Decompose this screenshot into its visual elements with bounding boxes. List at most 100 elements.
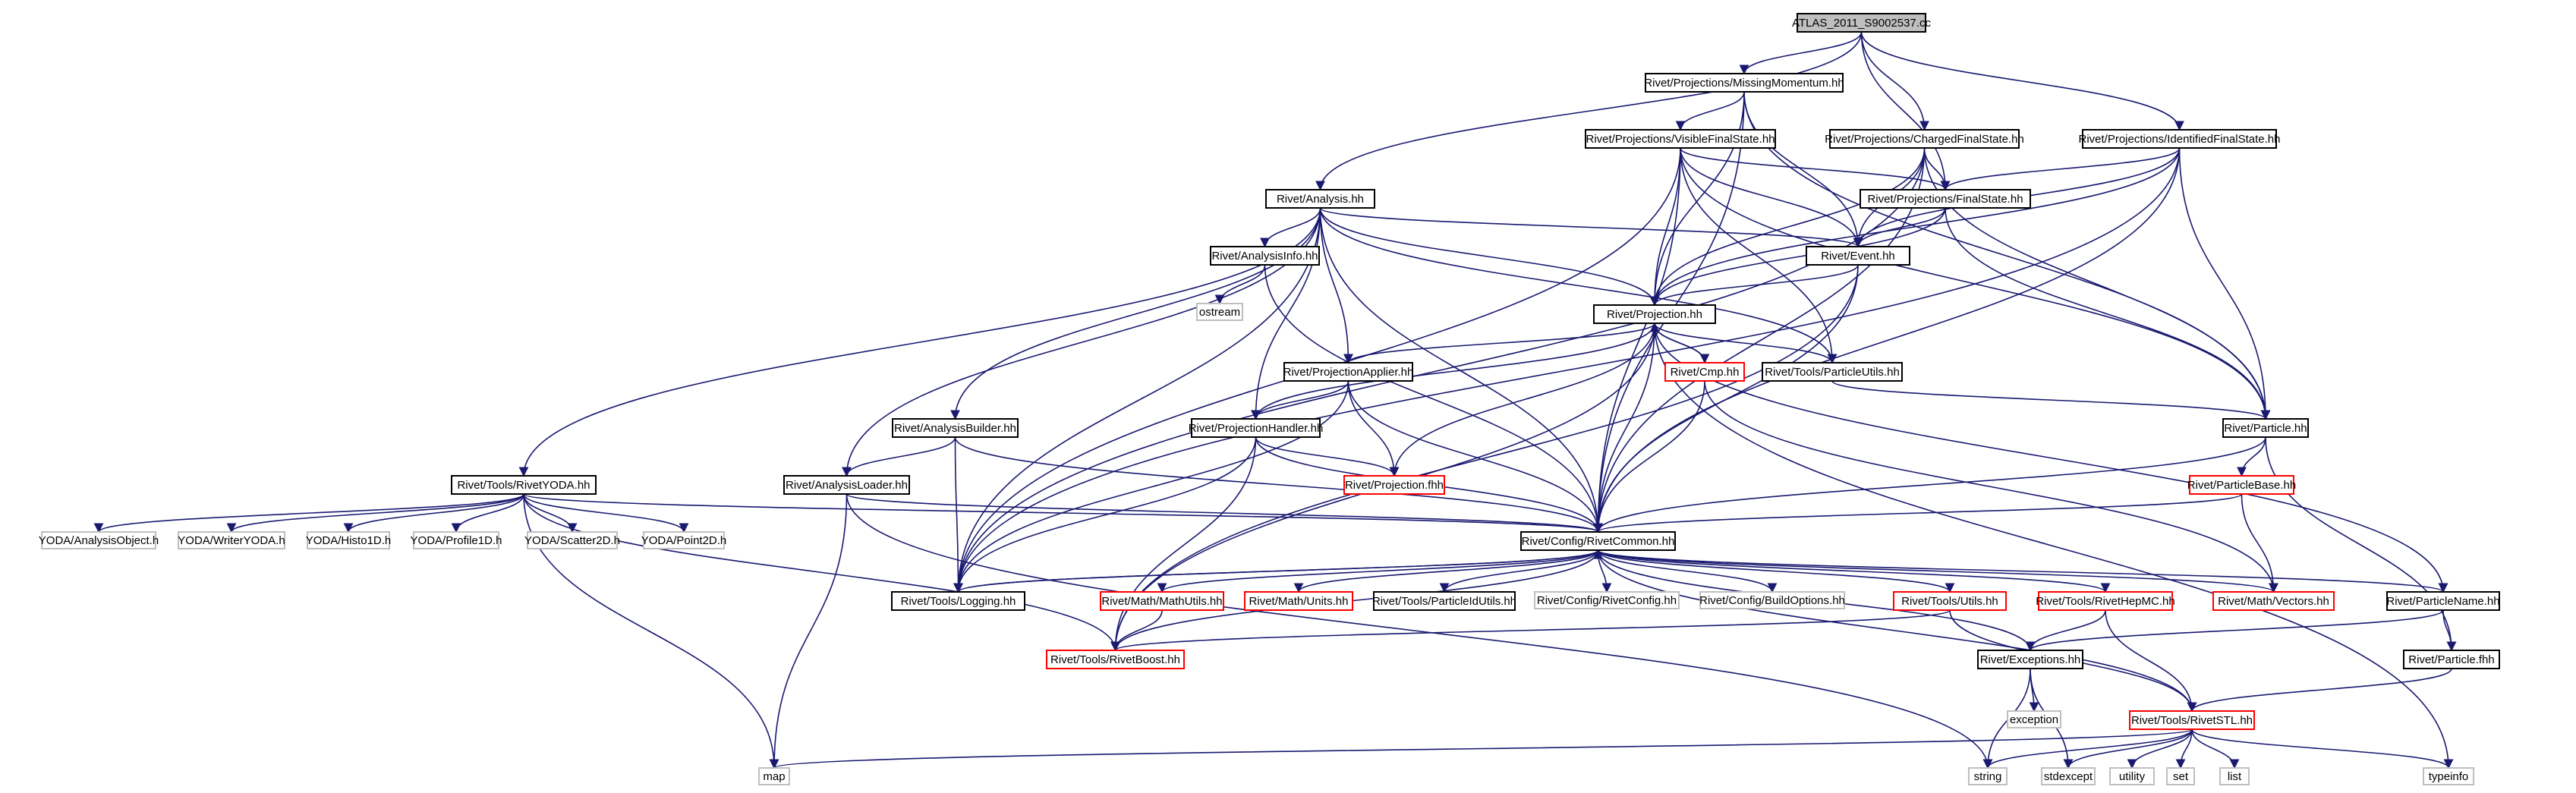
node-pidu[interactable]: Rivet/Tools/ParticleIdUtils.hh [1372,591,1516,611]
edge-ifs-to-log [953,147,2181,593]
node-aload-box [783,475,910,495]
node-stdexcept-label: stdexcept [2044,770,2093,783]
node-bopt: Rivet/Config/BuildOptions.hh [1699,591,1845,609]
node-ana[interactable]: Rivet/Analysis.hh [1265,189,1375,209]
edge-papp-to-phand [1251,380,1349,420]
node-ryoda[interactable]: Rivet/Tools/RivetYODA.hh [451,475,597,495]
node-pname-label: Rivet/ParticleName.hh [2386,595,2499,608]
node-phand[interactable]: Rivet/ProjectionHandler.hh [1189,418,1324,438]
node-evt-label: Rivet/Event.hh [1821,250,1895,263]
node-ostream-label: ostream [1199,306,1240,319]
node-exc[interactable]: Rivet/Exceptions.hh [1977,650,2083,669]
node-tutils[interactable]: Rivet/Tools/Utils.hh [1893,591,2007,611]
node-units-box [1244,591,1353,611]
edge-ryoda-to-yp1 [451,493,524,533]
node-aload[interactable]: Rivet/AnalysisLoader.hh [783,475,910,495]
node-evt[interactable]: Rivet/Event.hh [1806,246,1910,266]
node-pfwd[interactable]: Rivet/Particle.fhh [2403,650,2500,669]
node-particle-label: Rivet/Particle.hh [2224,422,2307,435]
node-pbase-box [2189,475,2294,495]
node-ainfo-box [1210,246,1320,266]
node-cmp-box [1664,362,1745,382]
node-proj[interactable]: Rivet/Projection.hh [1593,304,1716,324]
node-bopt-box [1699,591,1845,609]
edge-ryoda-to-rc [523,493,1603,533]
node-pname[interactable]: Rivet/ParticleName.hh [2386,591,2500,611]
node-vectors-box [2212,591,2335,611]
edge-ryoda-to-yao [93,493,524,533]
edge-proj-to-pfhh [1389,323,1655,477]
edge-ana-to-putils [1319,207,1838,364]
node-ifs[interactable]: Rivet/Projections/IdentifiedFinalState.h… [2079,129,2281,149]
edge-rc-to-hepmc [1597,549,2111,593]
edge-cfs-to-proj [1649,147,1926,307]
node-ana-box [1265,189,1375,209]
node-typeinfo-box [2423,767,2474,785]
edge-aload-to-rc [846,493,1603,533]
node-vfs-label: Rivet/Projections/VisibleFinalState.hh [1586,133,1775,146]
node-hepmc[interactable]: Rivet/Tools/RivetHepMC.hh [2036,591,2175,611]
node-stl[interactable]: Rivet/Tools/RivetSTL.hh [2129,710,2255,730]
node-fs[interactable]: Rivet/Projections/FinalState.hh [1860,189,2031,209]
edge-ainfo-to-ostream [1214,264,1266,305]
node-ostream: ostream [1196,303,1243,321]
node-rc[interactable]: Rivet/Config/RivetCommon.hh [1520,531,1676,551]
node-root[interactable]: ATLAS_2011_S9002537.cc [1792,13,1931,33]
node-vfs[interactable]: Rivet/Projections/VisibleFinalState.hh [1585,129,1776,149]
edge-tutils-to-boost [1110,609,1951,652]
node-log-box [891,591,1025,611]
edge-particle-to-pbase [2237,436,2266,477]
node-abuild-label: Rivet/AnalysisBuilder.hh [894,422,1016,435]
edge-ryoda-to-ywy [226,493,524,533]
node-cmp[interactable]: Rivet/Cmp.hh [1664,362,1745,382]
edge-phand-to-boost [1110,436,1257,652]
node-cfs[interactable]: Rivet/Projections/ChargedFinalState.hh [1825,129,2024,149]
edge-pbase-to-vectors [2241,493,2278,593]
node-utility-label: utility [2119,770,2146,783]
node-papp[interactable]: Rivet/ProjectionApplier.hh [1283,362,1414,382]
edge-rc-to-units [1293,549,1599,593]
node-yh1: YODA/Histo1D.h [306,531,391,549]
edge-stl-to-string [1982,728,2193,769]
node-phand-label: Rivet/ProjectionHandler.hh [1189,422,1324,435]
edge-abuild-to-rc [954,436,1603,533]
node-fs-label: Rivet/Projections/FinalState.hh [1867,193,2023,206]
node-pbase-label: Rivet/ParticleBase.hh [2187,479,2296,492]
edge-proj-to-rc [1593,323,1655,533]
edge-rc-to-mathu [1157,549,1599,593]
node-ryoda-box [451,475,597,495]
node-putils[interactable]: Rivet/Tools/ParticleUtils.hh [1762,362,1903,382]
node-boost[interactable]: Rivet/Tools/RivetBoost.hh [1046,650,1185,669]
edge-root-to-mm [1739,31,1863,75]
edge-rc-to-boost [1110,549,1599,652]
node-cmp-label: Rivet/Cmp.hh [1671,366,1740,379]
node-stdexcept-box [2041,767,2096,785]
node-mathu[interactable]: Rivet/Math/MathUtils.hh [1100,591,1224,611]
node-particle[interactable]: Rivet/Particle.hh [2222,418,2309,438]
edge-proj-to-phand [1251,323,1655,420]
node-mathu-box [1100,591,1224,611]
node-pfhh[interactable]: Rivet/Projection.fhh [1343,475,1445,495]
node-cfs-box [1829,129,2020,149]
node-vectors[interactable]: Rivet/Math/Vectors.hh [2212,591,2335,611]
node-abuild[interactable]: Rivet/AnalysisBuilder.hh [892,418,1019,438]
edge-vfs-to-evt [1680,147,1863,248]
node-list-label: list [2228,770,2242,783]
edge-ana-to-evt [1319,207,1863,248]
node-putils-label: Rivet/Tools/ParticleUtils.hh [1765,366,1900,379]
node-ys2-box [527,531,618,549]
edge-evt-to-proj [1649,264,1859,307]
edge-ana-to-papp [1319,207,1353,364]
node-units[interactable]: Rivet/Math/Units.hh [1244,591,1353,611]
node-pfwd-label: Rivet/Particle.fhh [2408,653,2494,666]
node-log[interactable]: Rivet/Tools/Logging.hh [891,591,1025,611]
node-ainfo[interactable]: Rivet/AnalysisInfo.hh [1210,246,1320,266]
node-mm[interactable]: Rivet/Projections/MissingMomentum.hh [1644,73,1844,93]
node-proj-box [1593,304,1716,324]
node-exc-box [1977,650,2083,669]
node-pbase[interactable]: Rivet/ParticleBase.hh [2187,475,2296,495]
node-mathu-label: Rivet/Math/MathUtils.hh [1101,595,1222,608]
edge-rc-to-pidu [1439,549,1599,593]
edge-pfwd-to-stl [2187,668,2452,713]
